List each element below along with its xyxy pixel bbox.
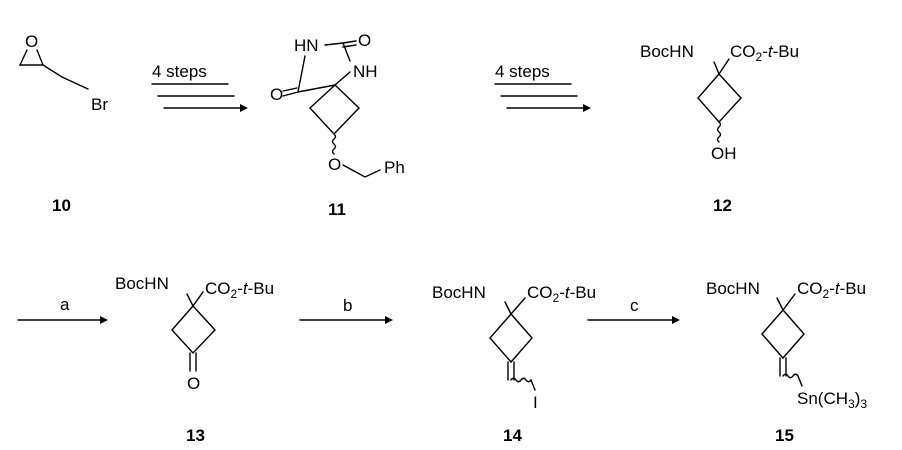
arrow-label: b	[343, 296, 352, 315]
ch2-bond	[42, 64, 89, 90]
compound-number: 14	[503, 426, 522, 445]
compound-number: 13	[186, 426, 205, 445]
atom-ester: CO2-t-Bu	[527, 283, 596, 305]
atom-bochn: BocHN	[706, 279, 760, 298]
atom-bochn: BocHN	[432, 283, 486, 302]
atom-o-left: O	[270, 85, 283, 104]
atom-oh: OH	[711, 144, 737, 163]
compound-10: O Br 10	[18, 32, 108, 215]
compound-number: 11	[328, 200, 346, 219]
arrow-4-steps-2: 4 steps	[494, 62, 591, 112]
arrow-c: c	[587, 296, 680, 324]
atom-nh: NH	[353, 62, 378, 81]
compound-14: BocHN CO2-t-Bu I 14	[432, 283, 596, 445]
arrow-a: a	[17, 295, 108, 324]
compound-number: 12	[713, 196, 732, 215]
atom-ester: CO2-t-Bu	[730, 42, 799, 64]
compound-number: 15	[775, 426, 794, 445]
atom-ester: CO2-t-Bu	[797, 279, 866, 301]
atom-bochn: BocHN	[115, 274, 169, 293]
arrow-4-steps-1: 4 steps	[151, 62, 248, 112]
atom-o-ketone: O	[187, 374, 200, 393]
atom-ester: CO2-t-Bu	[205, 279, 274, 301]
compound-13: BocHN CO2-t-Bu O 13	[115, 274, 274, 445]
atom-o: O	[25, 32, 38, 51]
atom-sn: Sn(CH3)3	[797, 389, 867, 411]
compound-number: 10	[52, 196, 71, 215]
arrow-label: 4 steps	[495, 62, 550, 81]
atom-o-ether: O	[328, 155, 341, 174]
atom-i: I	[533, 393, 538, 412]
atom-hn: HN	[294, 36, 319, 55]
atom-br: Br	[91, 95, 108, 114]
atom-o-top: O	[358, 31, 371, 50]
epoxide-ring	[18, 49, 45, 66]
compound-11: HN O NH O O Ph 11	[270, 31, 405, 219]
arrow-label: a	[60, 295, 70, 314]
arrow-label: 4 steps	[152, 62, 207, 81]
compound-15: BocHN CO2-t-Bu Sn(CH3)3 15	[706, 279, 867, 445]
atom-ph: Ph	[384, 158, 405, 177]
arrow-label: c	[630, 296, 639, 315]
arrow-b: b	[299, 296, 393, 324]
compound-12: BocHN CO2-t-Bu OH 12	[640, 42, 799, 215]
atom-bochn: BocHN	[640, 42, 694, 61]
